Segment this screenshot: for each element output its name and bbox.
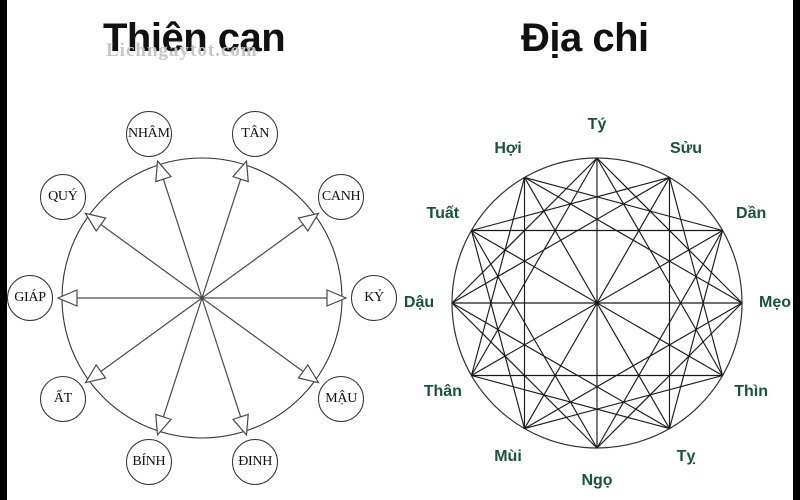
chi-label-4: Hợi <box>494 139 522 157</box>
can-label-4: MẬU <box>318 376 365 423</box>
arrow-shaft <box>201 222 306 299</box>
arrow-shaft <box>98 222 203 299</box>
chi-label-3: Tý <box>587 116 607 133</box>
arrow-head <box>155 159 173 183</box>
arrow-đinh <box>201 297 249 437</box>
left-diagram-title: Thiên can <box>103 16 286 60</box>
chi-label-5: Tuất <box>426 205 460 222</box>
arrow-shaft <box>201 297 243 420</box>
chi-label-1: Dần <box>736 205 767 222</box>
arrow-head <box>231 159 249 183</box>
right-diagram-title: Địa chi <box>521 16 649 60</box>
can-label-0: GIÁP <box>7 275 53 321</box>
dia-chi-svg <box>451 157 743 449</box>
chi-label-0: Mẹo <box>759 294 791 311</box>
arrow-head <box>297 363 320 384</box>
arrow-head <box>297 212 320 233</box>
can-label-8: NHÂM <box>125 111 172 158</box>
arrow-mậu <box>201 297 320 384</box>
can-label-9: QUÝ <box>39 173 86 220</box>
can-label-2: BÍNH <box>125 438 172 485</box>
chi-label-8: Mùi <box>494 448 522 466</box>
arrow-shaft <box>201 176 243 299</box>
right-edge-bar <box>793 0 800 500</box>
chi-label-11: Thìn <box>734 383 769 400</box>
watermark-text: Lichngaytot.com <box>106 40 258 61</box>
can-label-3: ĐINH <box>232 438 279 485</box>
chi-label-7: Thân <box>423 383 462 400</box>
arrow-quý <box>84 212 203 299</box>
arrow-head <box>155 413 173 437</box>
arrow-shaft <box>161 176 203 299</box>
chi-label-2: Sửu <box>669 139 703 157</box>
arrow-head <box>84 212 107 233</box>
can-label-6: CANH <box>318 173 365 220</box>
arrow-shaft <box>98 297 203 374</box>
arrow-giáp <box>56 289 202 307</box>
arrow-head <box>326 289 348 307</box>
arrow-canh <box>201 212 320 299</box>
arrow-bính <box>155 297 203 437</box>
thien-can-svg <box>56 157 348 439</box>
arrow-head <box>84 363 107 384</box>
arrow-shaft <box>161 297 203 420</box>
arrow-tân <box>201 159 249 299</box>
arrow-kỷ <box>202 289 348 307</box>
thien-can-panel: GIÁP ẤT BÍNH ĐINH MẬU KỶ CANH TÂN NHÂM QUÝ <box>7 111 397 485</box>
arrow-head <box>231 413 249 437</box>
arrow-ất <box>84 297 203 384</box>
arrow-nhâm <box>155 159 203 299</box>
can-label-5: KỶ <box>351 275 397 321</box>
dia-chi-center-dot <box>595 301 599 305</box>
arrow-head <box>56 289 78 307</box>
chi-label-9: Ngọ <box>581 472 613 489</box>
chi-label-10: Tỵ <box>676 448 696 466</box>
can-label-7: TÂN <box>232 111 279 158</box>
chi-label-6: Dậu <box>403 294 435 311</box>
dia-chi-chord-group <box>451 157 743 449</box>
can-label-1: ẤT <box>39 376 86 423</box>
arrow-shaft <box>201 297 306 374</box>
left-edge-bar <box>0 0 7 500</box>
